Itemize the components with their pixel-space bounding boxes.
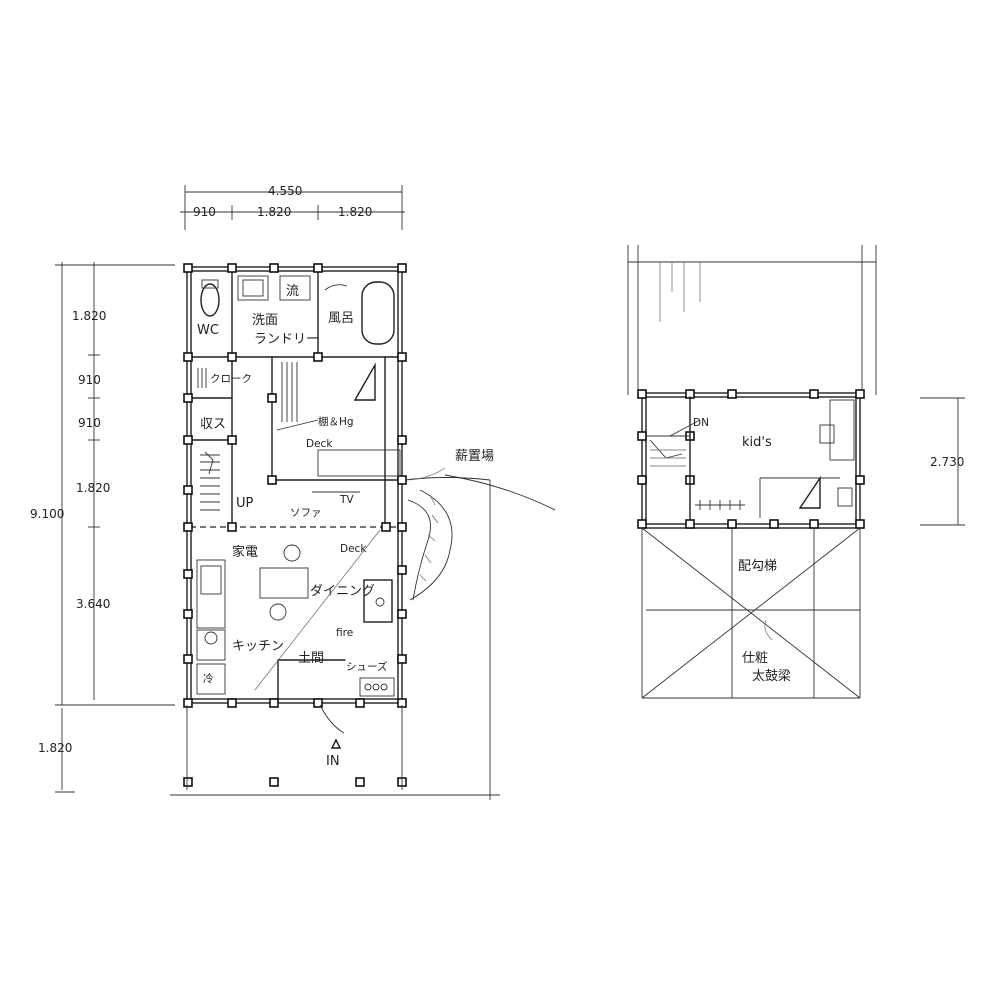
dim-top-part-2: 1.820 <box>257 205 291 219</box>
room-dining: ダイニング <box>310 584 375 599</box>
left-dimensions: 9.100 1.820 910 910 1.820 3.640 1.820 <box>30 262 175 793</box>
dim-left-outside: 1.820 <box>38 741 72 755</box>
label-firewood: 薪置場 <box>455 449 494 464</box>
room-shelf-hang: 棚＆Hg <box>318 415 354 428</box>
staircase: UP <box>200 362 319 511</box>
label-deck-lower: Deck <box>340 543 367 555</box>
label-beam: 配勾梯 <box>738 559 777 574</box>
label-kaden: 家電 <box>232 544 258 560</box>
ground-floor-plan: 4.550 910 1.820 1.820 9.100 1.820 910 91… <box>30 184 556 800</box>
dim-left-seg-1: 1.820 <box>72 309 106 323</box>
dim-left-seg-4: 1.820 <box>76 481 110 495</box>
kitchen-area: 家電 キッチン 冷 <box>196 544 284 695</box>
upper-floor-plan: DN kid's 2.730 配勾梯 仕粧 太鼓梁 <box>627 245 965 699</box>
label-reizo: 冷 <box>203 672 214 685</box>
void-cross: 配勾梯 仕粧 太鼓梁 <box>641 527 861 699</box>
label-shoes: シューズ <box>346 660 387 673</box>
interior-walls <box>189 269 401 701</box>
room-kitchen: キッチン <box>232 639 284 654</box>
label-sofa: ソファ <box>290 507 322 519</box>
bathroom: 風呂 <box>324 281 395 345</box>
dim-left-seg-2: 910 <box>78 373 101 387</box>
room-closet: クローク <box>210 373 252 385</box>
label-fire: fire <box>336 627 353 639</box>
shelf-hang-room: 棚＆Hg <box>318 362 376 428</box>
room-doma: 土間 <box>298 651 324 666</box>
room-senmen: 洗面 <box>252 313 278 328</box>
outer-walls <box>186 266 403 704</box>
dim-top-total: 4.550 <box>268 184 302 198</box>
label-tv: TV <box>339 494 354 506</box>
dim-left-seg-5: 3.640 <box>76 597 110 611</box>
label-finish-2: 太鼓梁 <box>752 669 791 684</box>
label-deck-upper: Deck <box>306 438 333 450</box>
living-area: TV ソファ <box>290 491 360 519</box>
wc-fixtures: WC <box>197 279 220 338</box>
label-dn: DN <box>693 417 709 429</box>
closet-storage: クローク 収ス <box>197 368 252 432</box>
entry-doma: 土間 シューズ IN <box>298 651 395 769</box>
dim-left-total: 9.100 <box>30 507 64 521</box>
label-entry: IN <box>326 754 340 769</box>
room-furo: 風呂 <box>328 311 354 326</box>
porch-outline <box>170 480 500 800</box>
room-wc: WC <box>197 323 219 338</box>
washroom: 流 洗面 ランドリー <box>237 275 319 347</box>
room-kids: kid's <box>742 435 772 450</box>
label-up: UP <box>236 496 254 511</box>
dining-area: ダイニング Deck fire <box>254 529 393 691</box>
dim-top-part-1: 910 <box>193 205 216 219</box>
firewood-storage: 薪置場 <box>404 449 556 601</box>
room-laundry: ランドリー <box>254 332 319 347</box>
label-finish-1: 仕粧 <box>742 651 768 666</box>
dim-right: 2.730 <box>930 455 964 469</box>
top-dimensions: 4.550 910 1.820 1.820 <box>180 184 405 230</box>
dim-top-part-3: 1.820 <box>338 205 372 219</box>
room-storage: 収ス <box>200 417 226 432</box>
upper-deck: Deck <box>306 438 401 477</box>
label-nagashi: 流 <box>286 284 299 299</box>
dim-left-seg-3: 910 <box>78 416 101 430</box>
